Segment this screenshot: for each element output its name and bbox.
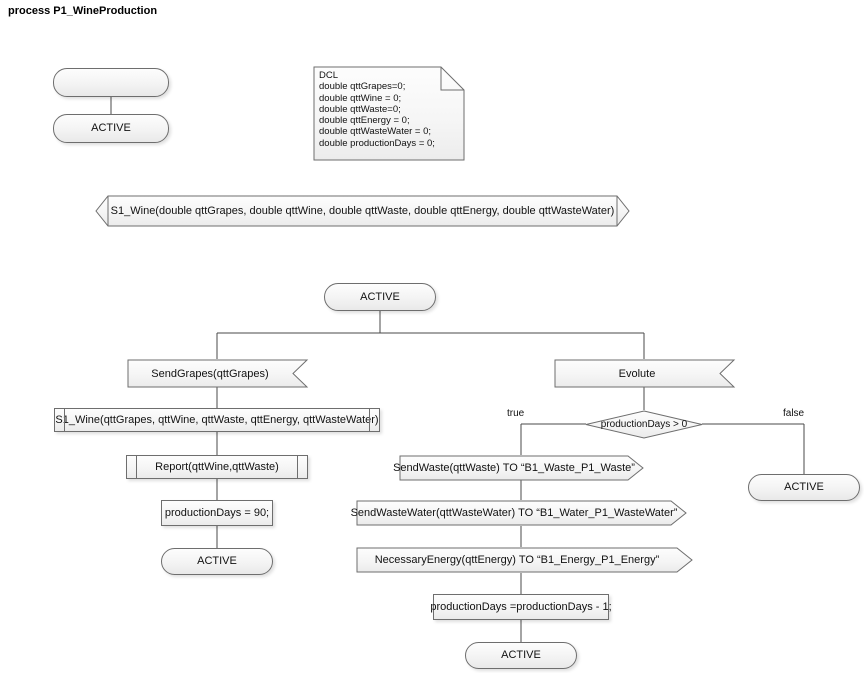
- sdl-state-active-initial[interactable]: ACTIVE: [53, 114, 169, 143]
- input-label-sendgrapes: SendGrapes(qttGrapes): [151, 367, 269, 380]
- page-title: process P1_WineProduction: [8, 5, 158, 17]
- procedure-call-report[interactable]: Report(qttWine,qttWaste): [126, 455, 308, 479]
- task-production-days-decrement[interactable]: productionDays =productionDays - 1;: [430, 594, 612, 620]
- decision-shape-production-days[interactable]: [585, 410, 703, 439]
- procedure-call-s1-wine[interactable]: S1_Wine(qttGrapes, qttWine, qttWaste, qt…: [54, 408, 380, 432]
- output-shape-sendwaste[interactable]: [399, 455, 644, 481]
- output-shape-sendwastewater[interactable]: [356, 500, 687, 526]
- sdl-state-active-left-end[interactable]: ACTIVE: [161, 548, 273, 575]
- edge-label-true: true: [507, 408, 525, 419]
- decision-label-production-days: productionDays > 0: [600, 419, 688, 430]
- input-label-evolute: Evolute: [618, 367, 656, 380]
- declaration-text: DCL double qttGrapes=0; double qttWine =…: [319, 70, 435, 149]
- input-shape-evolute[interactable]: [554, 359, 736, 388]
- procedure-call-report-label: Report(qttWine,qttWaste): [155, 460, 279, 473]
- task-production-days-init[interactable]: productionDays = 90;: [161, 500, 273, 526]
- signal-declaration-shape[interactable]: [95, 195, 630, 227]
- input-shape-sendgrapes[interactable]: [127, 359, 309, 388]
- procedure-call-s1-wine-label: S1_Wine(qttGrapes, qttWine, qttWaste, qt…: [55, 413, 379, 426]
- output-label-necessaryenergy: NecessaryEnergy(qttEnergy) TO “B1_Energy…: [374, 554, 660, 566]
- edge-label-false: false: [783, 408, 805, 419]
- declaration-note-shape[interactable]: [313, 66, 465, 161]
- output-shape-necessaryenergy[interactable]: [356, 547, 693, 573]
- sdl-state-active-main[interactable]: ACTIVE: [324, 283, 436, 311]
- sdl-state-active-false-end[interactable]: ACTIVE: [748, 474, 860, 501]
- output-label-sendwaste: SendWaste(qttWaste) TO “B1_Waste_P1_Wast…: [393, 462, 635, 474]
- signal-declaration-label: S1_Wine(double qttGrapes, double qttWine…: [110, 205, 615, 217]
- output-label-sendwastewater: SendWasteWater(qttWasteWater) TO “B1_Wat…: [350, 507, 678, 519]
- sdl-state-active-true-end[interactable]: ACTIVE: [465, 642, 577, 669]
- sdl-start-state[interactable]: [53, 68, 169, 97]
